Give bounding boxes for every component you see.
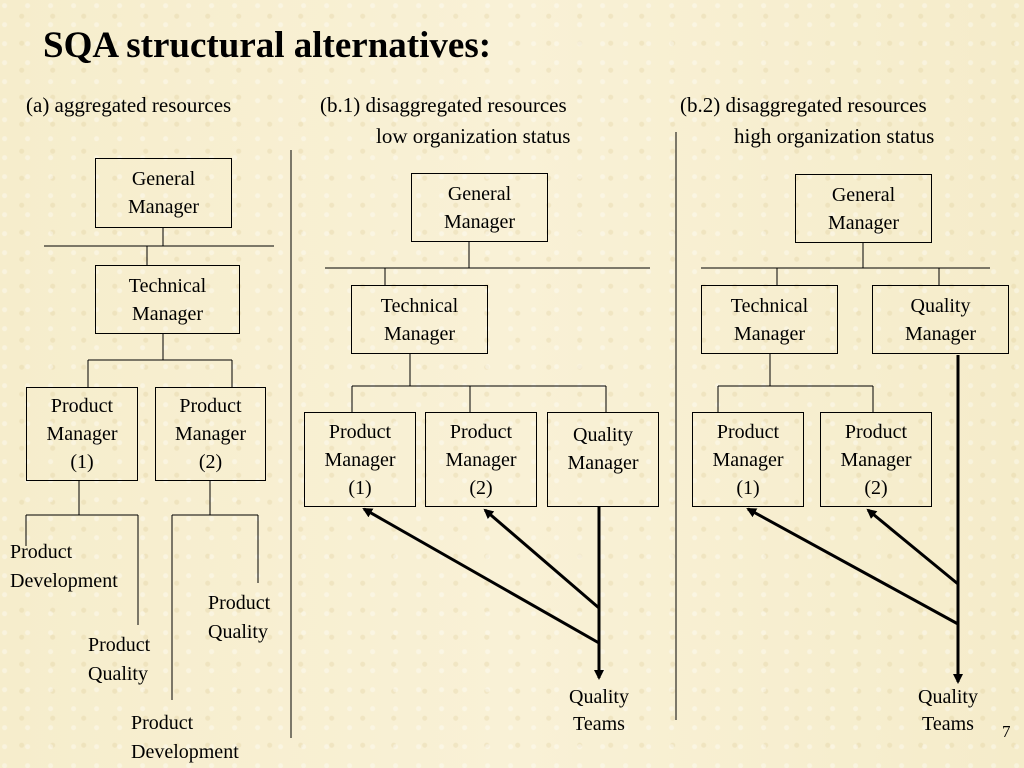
b1-technical-manager-box: Technical Manager — [351, 285, 488, 354]
a-pm1-development-label: Product Development — [10, 541, 118, 592]
b1-quality-teams-label: Quality Teams — [569, 686, 629, 735]
a-pm2-quality-label: Product Quality — [208, 592, 271, 643]
a-technical-manager-box: Technical Manager — [95, 265, 240, 334]
heading-b2-line2: high organization status — [734, 124, 935, 148]
b2-product-manager-2-box: Product Manager (2) — [820, 412, 932, 507]
b2-quality-teams-label: Quality Teams — [918, 686, 978, 735]
a-product-manager-2-box: Product Manager (2) — [155, 387, 266, 481]
a-pm2-development-label: Product Development — [131, 712, 239, 763]
a-product-manager-1-box: Product Manager (1) — [26, 387, 138, 481]
b1-product-manager-2-box: Product Manager (2) — [425, 412, 537, 507]
b1-quality-manager-box: Quality Manager — [547, 412, 659, 507]
b2-quality-manager-box: Quality Manager — [872, 285, 1009, 354]
b1-product-manager-1-box: Product Manager (1) — [304, 412, 416, 507]
b1-general-manager-box: General Manager — [411, 173, 548, 242]
page-number: 7 — [1002, 722, 1011, 741]
heading-b2-line1: (b.2) disaggregated resources — [680, 93, 927, 117]
b2-product-manager-1-box: Product Manager (1) — [692, 412, 804, 507]
b2-technical-manager-box: Technical Manager — [701, 285, 838, 354]
a-general-manager-box: General Manager — [95, 158, 232, 228]
b2-general-manager-box: General Manager — [795, 174, 932, 243]
a-pm1-quality-label: Product Quality — [88, 634, 151, 685]
slide-title: SQA structural alternatives: — [43, 25, 492, 66]
heading-b1-line2: low organization status — [376, 124, 571, 148]
heading-b1-line1: (b.1) disaggregated resources — [320, 93, 567, 117]
heading-aggregated: (a) aggregated resources — [26, 93, 232, 117]
